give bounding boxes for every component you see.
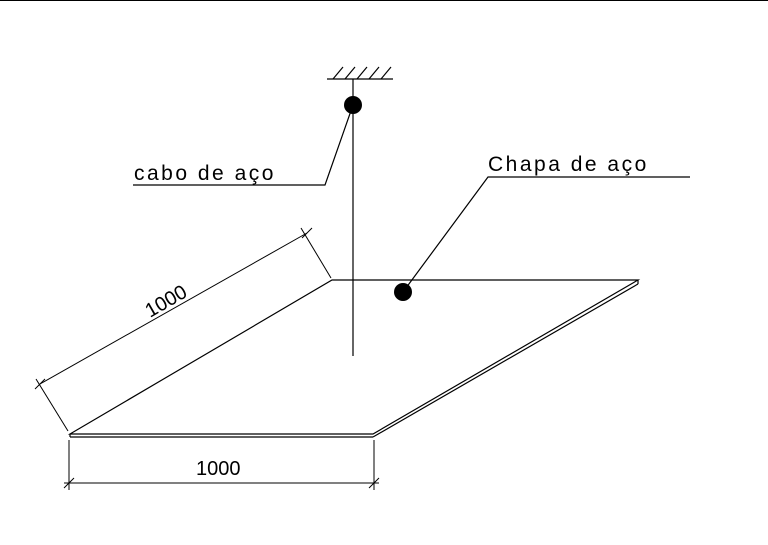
width-dimension-value: 1000 <box>196 458 241 480</box>
cable-leader <box>133 104 354 186</box>
plate-leader <box>402 176 690 293</box>
depth-dimension-value: 1000 <box>142 281 192 322</box>
fixed-support <box>327 66 393 100</box>
depth-dimension <box>34 227 332 432</box>
width-dimension <box>63 440 380 490</box>
steel-plate <box>67 279 641 438</box>
cable-label: cabo de aço <box>134 162 276 185</box>
plate-label: Chapa de aço <box>488 153 649 176</box>
